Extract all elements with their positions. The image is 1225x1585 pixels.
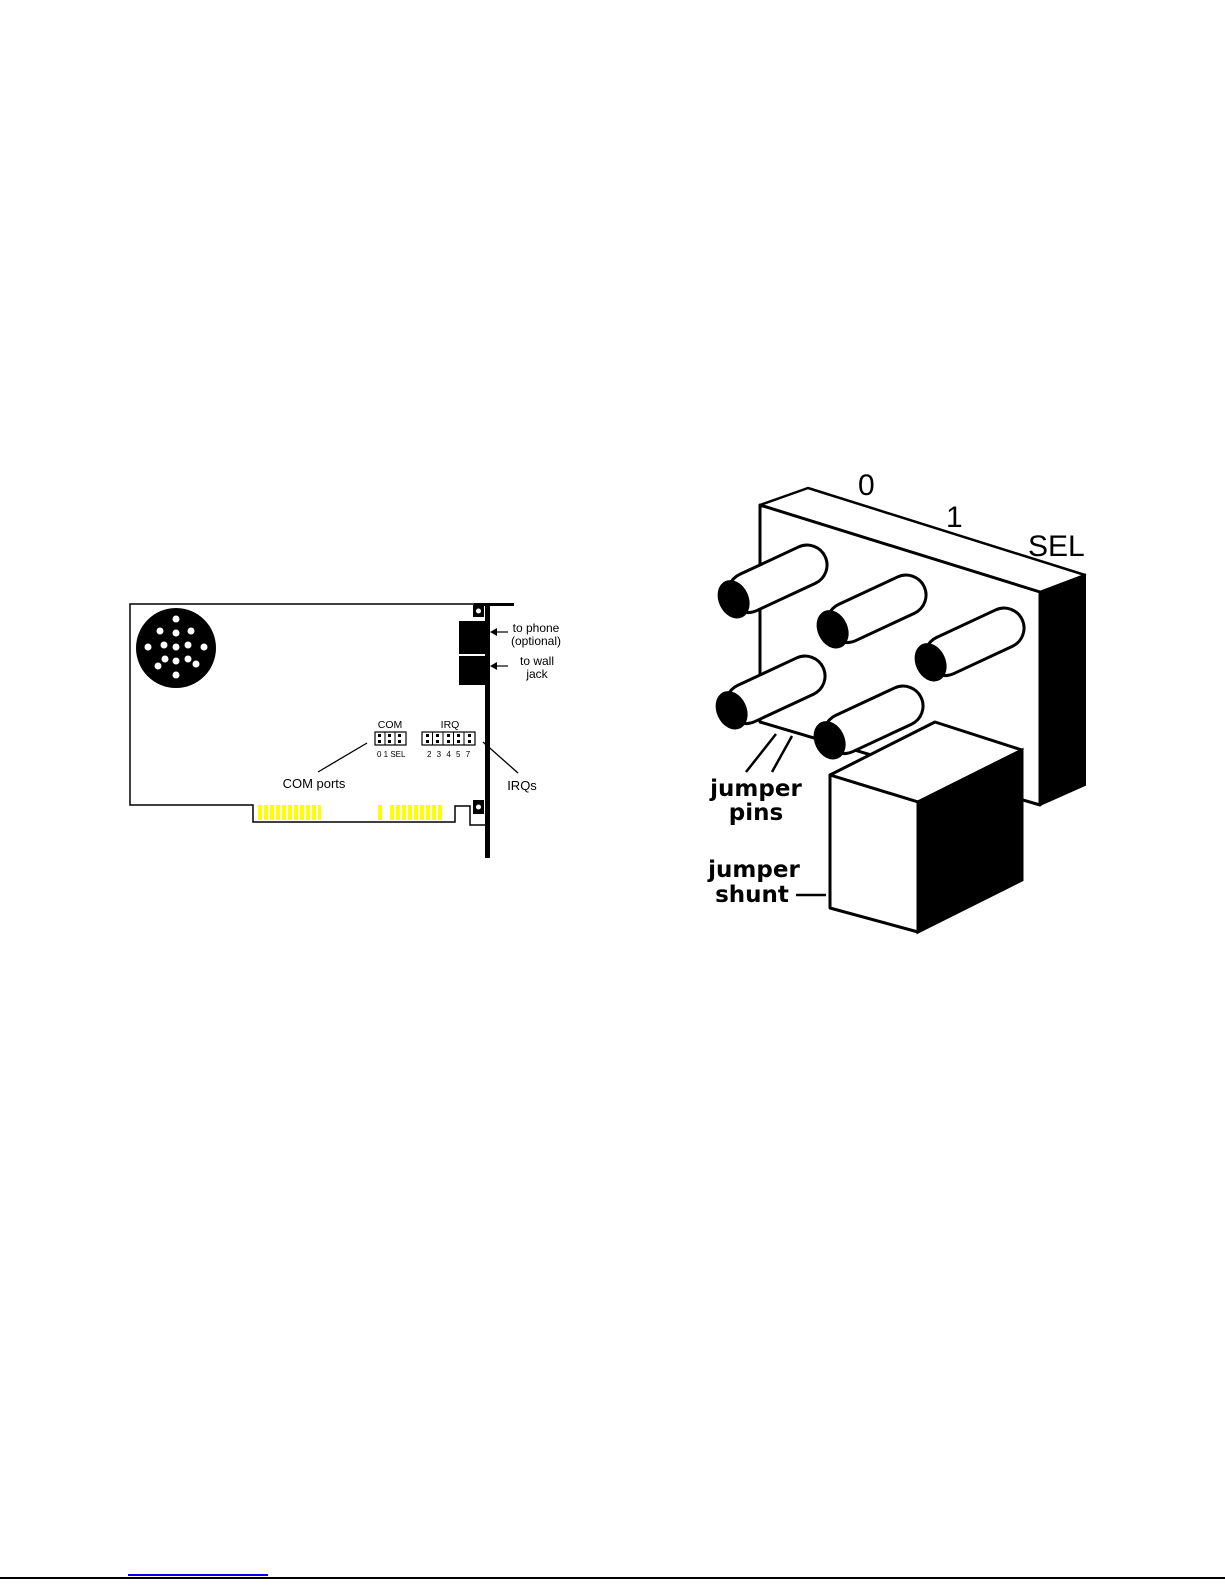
pin-label-1: 1: [946, 501, 963, 534]
to-wall-label: to wall: [520, 654, 554, 668]
phone-jack-lower: [459, 656, 486, 685]
speaker-icon: [136, 608, 216, 688]
jumper-pins-label-2: pins: [729, 800, 783, 826]
com-ports-label: COM ports: [283, 776, 346, 791]
jumper-pins-leader-1: [746, 734, 776, 772]
irq-header-label: IRQ: [441, 719, 460, 731]
phone-jack-upper: [459, 621, 486, 654]
irq-pin-labels: 2 3 4 5 7: [427, 750, 472, 759]
footnote-link[interactable]: [128, 1574, 268, 1576]
jack-label: jack: [525, 667, 548, 681]
com-pin-labels: 0 1 SEL: [377, 750, 406, 759]
modem-card-diagram: to phone (optional) to wall jack COM 0 1…: [0, 0, 620, 900]
jumper-pins-leader-2: [772, 736, 792, 772]
jumper-block-diagram: 0 1 SEL jumper pins jumper shunt: [620, 440, 1225, 960]
optional-label: (optional): [511, 634, 561, 648]
com-header-label: COM: [378, 719, 403, 731]
header-block-side: [1040, 575, 1085, 805]
jumper-pins-label-1: jumper: [709, 776, 802, 802]
irqs-label: IRQs: [507, 778, 537, 793]
pin-label-0: 0: [858, 469, 875, 502]
pin-label-sel: SEL: [1028, 530, 1085, 563]
com-jumper-header: [375, 732, 406, 745]
page-bottom-rule: [0, 1577, 1225, 1579]
irq-jumper-header: [422, 732, 475, 745]
to-phone-label: to phone: [513, 621, 560, 635]
jumper-shunt-label-2: shunt: [715, 882, 789, 908]
jumper-shunt-label-1: jumper: [707, 857, 800, 883]
jumper-shunt-cube: [830, 722, 1022, 932]
